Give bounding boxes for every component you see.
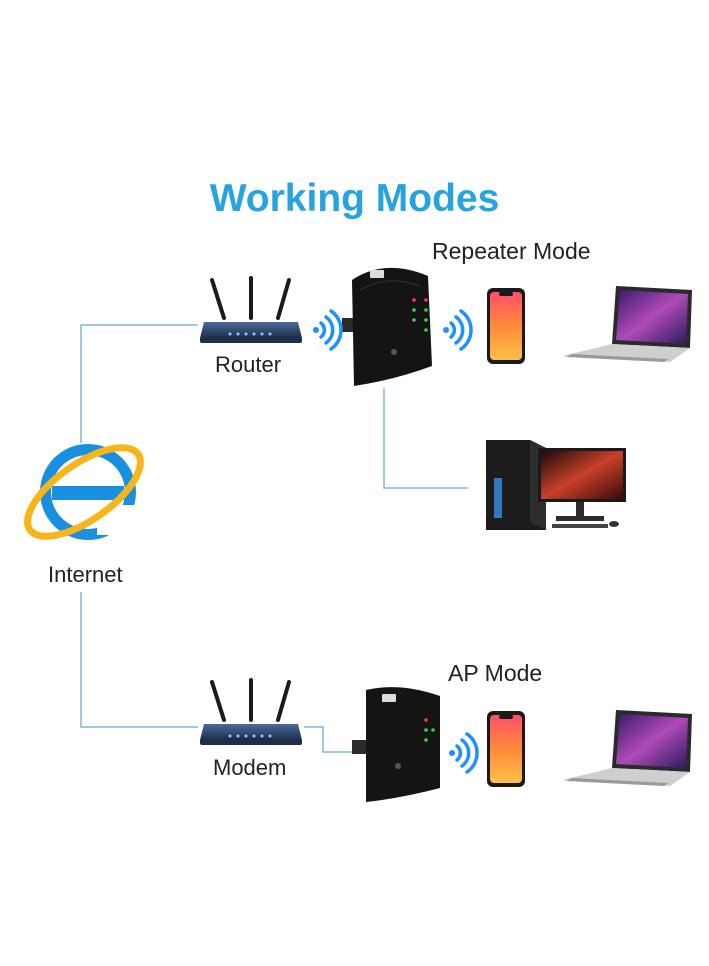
internet-to-modem-line <box>80 592 198 728</box>
wifi-extender-icon <box>342 267 432 386</box>
modem-label: Modem <box>213 755 287 780</box>
router-label: Router <box>215 352 282 377</box>
smartphone-icon <box>487 711 525 787</box>
internet-label: Internet <box>48 562 123 587</box>
router-icon <box>200 276 302 343</box>
wifi-signal-icon <box>449 732 479 774</box>
desktop-pc-icon <box>486 440 626 530</box>
internet-to-router-line <box>80 324 198 443</box>
internet-explorer-icon <box>24 444 144 540</box>
connector-lines <box>80 324 468 753</box>
wifi-signal-icon <box>443 309 473 351</box>
modem-router-icon <box>200 678 302 745</box>
diagram-title: Working Modes <box>209 177 500 220</box>
modem-to-extender-line <box>304 726 352 753</box>
laptop-icon <box>562 710 692 786</box>
extender-to-pc-line <box>383 388 468 489</box>
smartphone-icon <box>487 288 525 364</box>
laptop-icon <box>562 286 692 362</box>
repeater-mode-label: Repeater Mode <box>432 238 591 264</box>
ap-mode-label: AP Mode <box>448 660 543 686</box>
ap-extender-icon <box>352 687 440 802</box>
wifi-signal-icon <box>313 309 343 351</box>
